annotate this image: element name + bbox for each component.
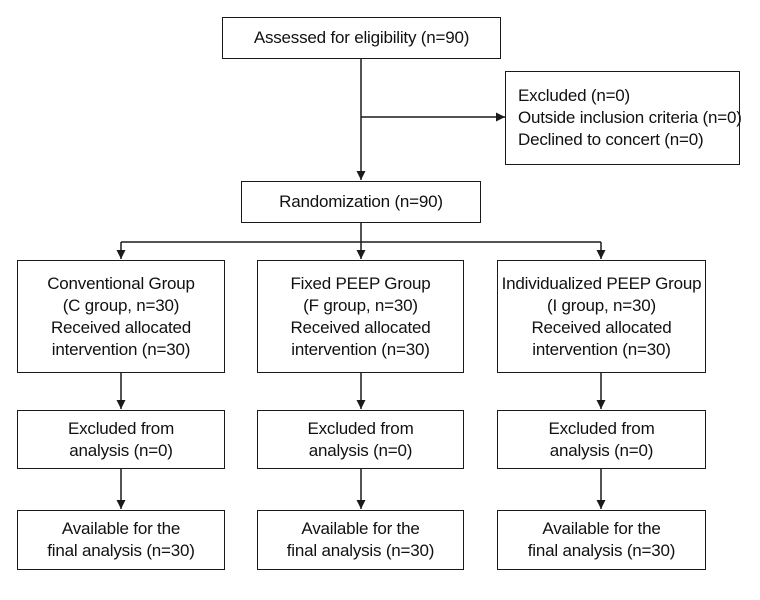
group-c-excluded-box: Excluded from analysis (n=0)	[17, 410, 225, 469]
group-intervention: intervention (n=30)	[51, 339, 191, 359]
group-name: Individualized PEEP Group	[501, 273, 702, 293]
final-analysis: final analysis (n=30)	[286, 541, 435, 560]
excluded-analysis: analysis (n=0)	[69, 440, 173, 460]
final-analysis: final analysis (n=30)	[47, 541, 195, 560]
group-received: Received allocated	[290, 317, 431, 337]
excluded-count: Excluded (n=0)	[518, 86, 631, 105]
available-for: Available for the	[61, 519, 181, 538]
group-i-box: Individualized PEEP Group (I group, n=30…	[497, 260, 706, 373]
assessed-text: Assessed for eligibility (n=90)	[253, 28, 470, 47]
group-intervention: intervention (n=30)	[291, 339, 430, 359]
group-subtitle: (F group, n=30)	[303, 295, 418, 315]
group-received: Received allocated	[50, 317, 192, 337]
final-analysis: final analysis (n=30)	[527, 541, 676, 560]
group-name: Fixed PEEP Group	[290, 273, 431, 293]
randomization-text: Randomization (n=90)	[279, 192, 443, 211]
outside-criteria: Outside inclusion criteria (n=0)	[518, 108, 742, 127]
excluded-from: Excluded from	[67, 418, 175, 438]
group-i-available-box: Available for the final analysis (n=30)	[497, 510, 706, 570]
group-f-available-box: Available for the final analysis (n=30)	[257, 510, 464, 570]
excluded-analysis: analysis (n=0)	[308, 440, 413, 460]
declined-concert: Declined to concert (n=0)	[518, 130, 704, 149]
randomization-box: Randomization (n=90)	[241, 181, 481, 223]
available-for: Available for the	[542, 519, 661, 538]
excluded-from: Excluded from	[307, 418, 414, 438]
group-f-box: Fixed PEEP Group (F group, n=30) Receive…	[257, 260, 464, 373]
group-intervention: intervention (n=30)	[532, 339, 671, 359]
group-c-box: Conventional Group (C group, n=30) Recei…	[17, 260, 225, 373]
available-for: Available for the	[301, 519, 420, 538]
group-c-available-box: Available for the final analysis (n=30)	[17, 510, 225, 570]
excluded-box: Excluded (n=0) Outside inclusion criteri…	[505, 71, 742, 165]
group-received: Received allocated	[531, 317, 672, 337]
group-i-excluded-box: Excluded from analysis (n=0)	[497, 410, 706, 469]
assessed-box: Assessed for eligibility (n=90)	[222, 17, 501, 59]
group-subtitle: (I group, n=30)	[547, 295, 656, 315]
excluded-from: Excluded from	[548, 418, 655, 438]
excluded-analysis: analysis (n=0)	[549, 440, 654, 460]
group-name: Conventional Group	[47, 273, 195, 293]
group-subtitle: (C group, n=30)	[62, 295, 180, 315]
group-f-excluded-box: Excluded from analysis (n=0)	[257, 410, 464, 469]
